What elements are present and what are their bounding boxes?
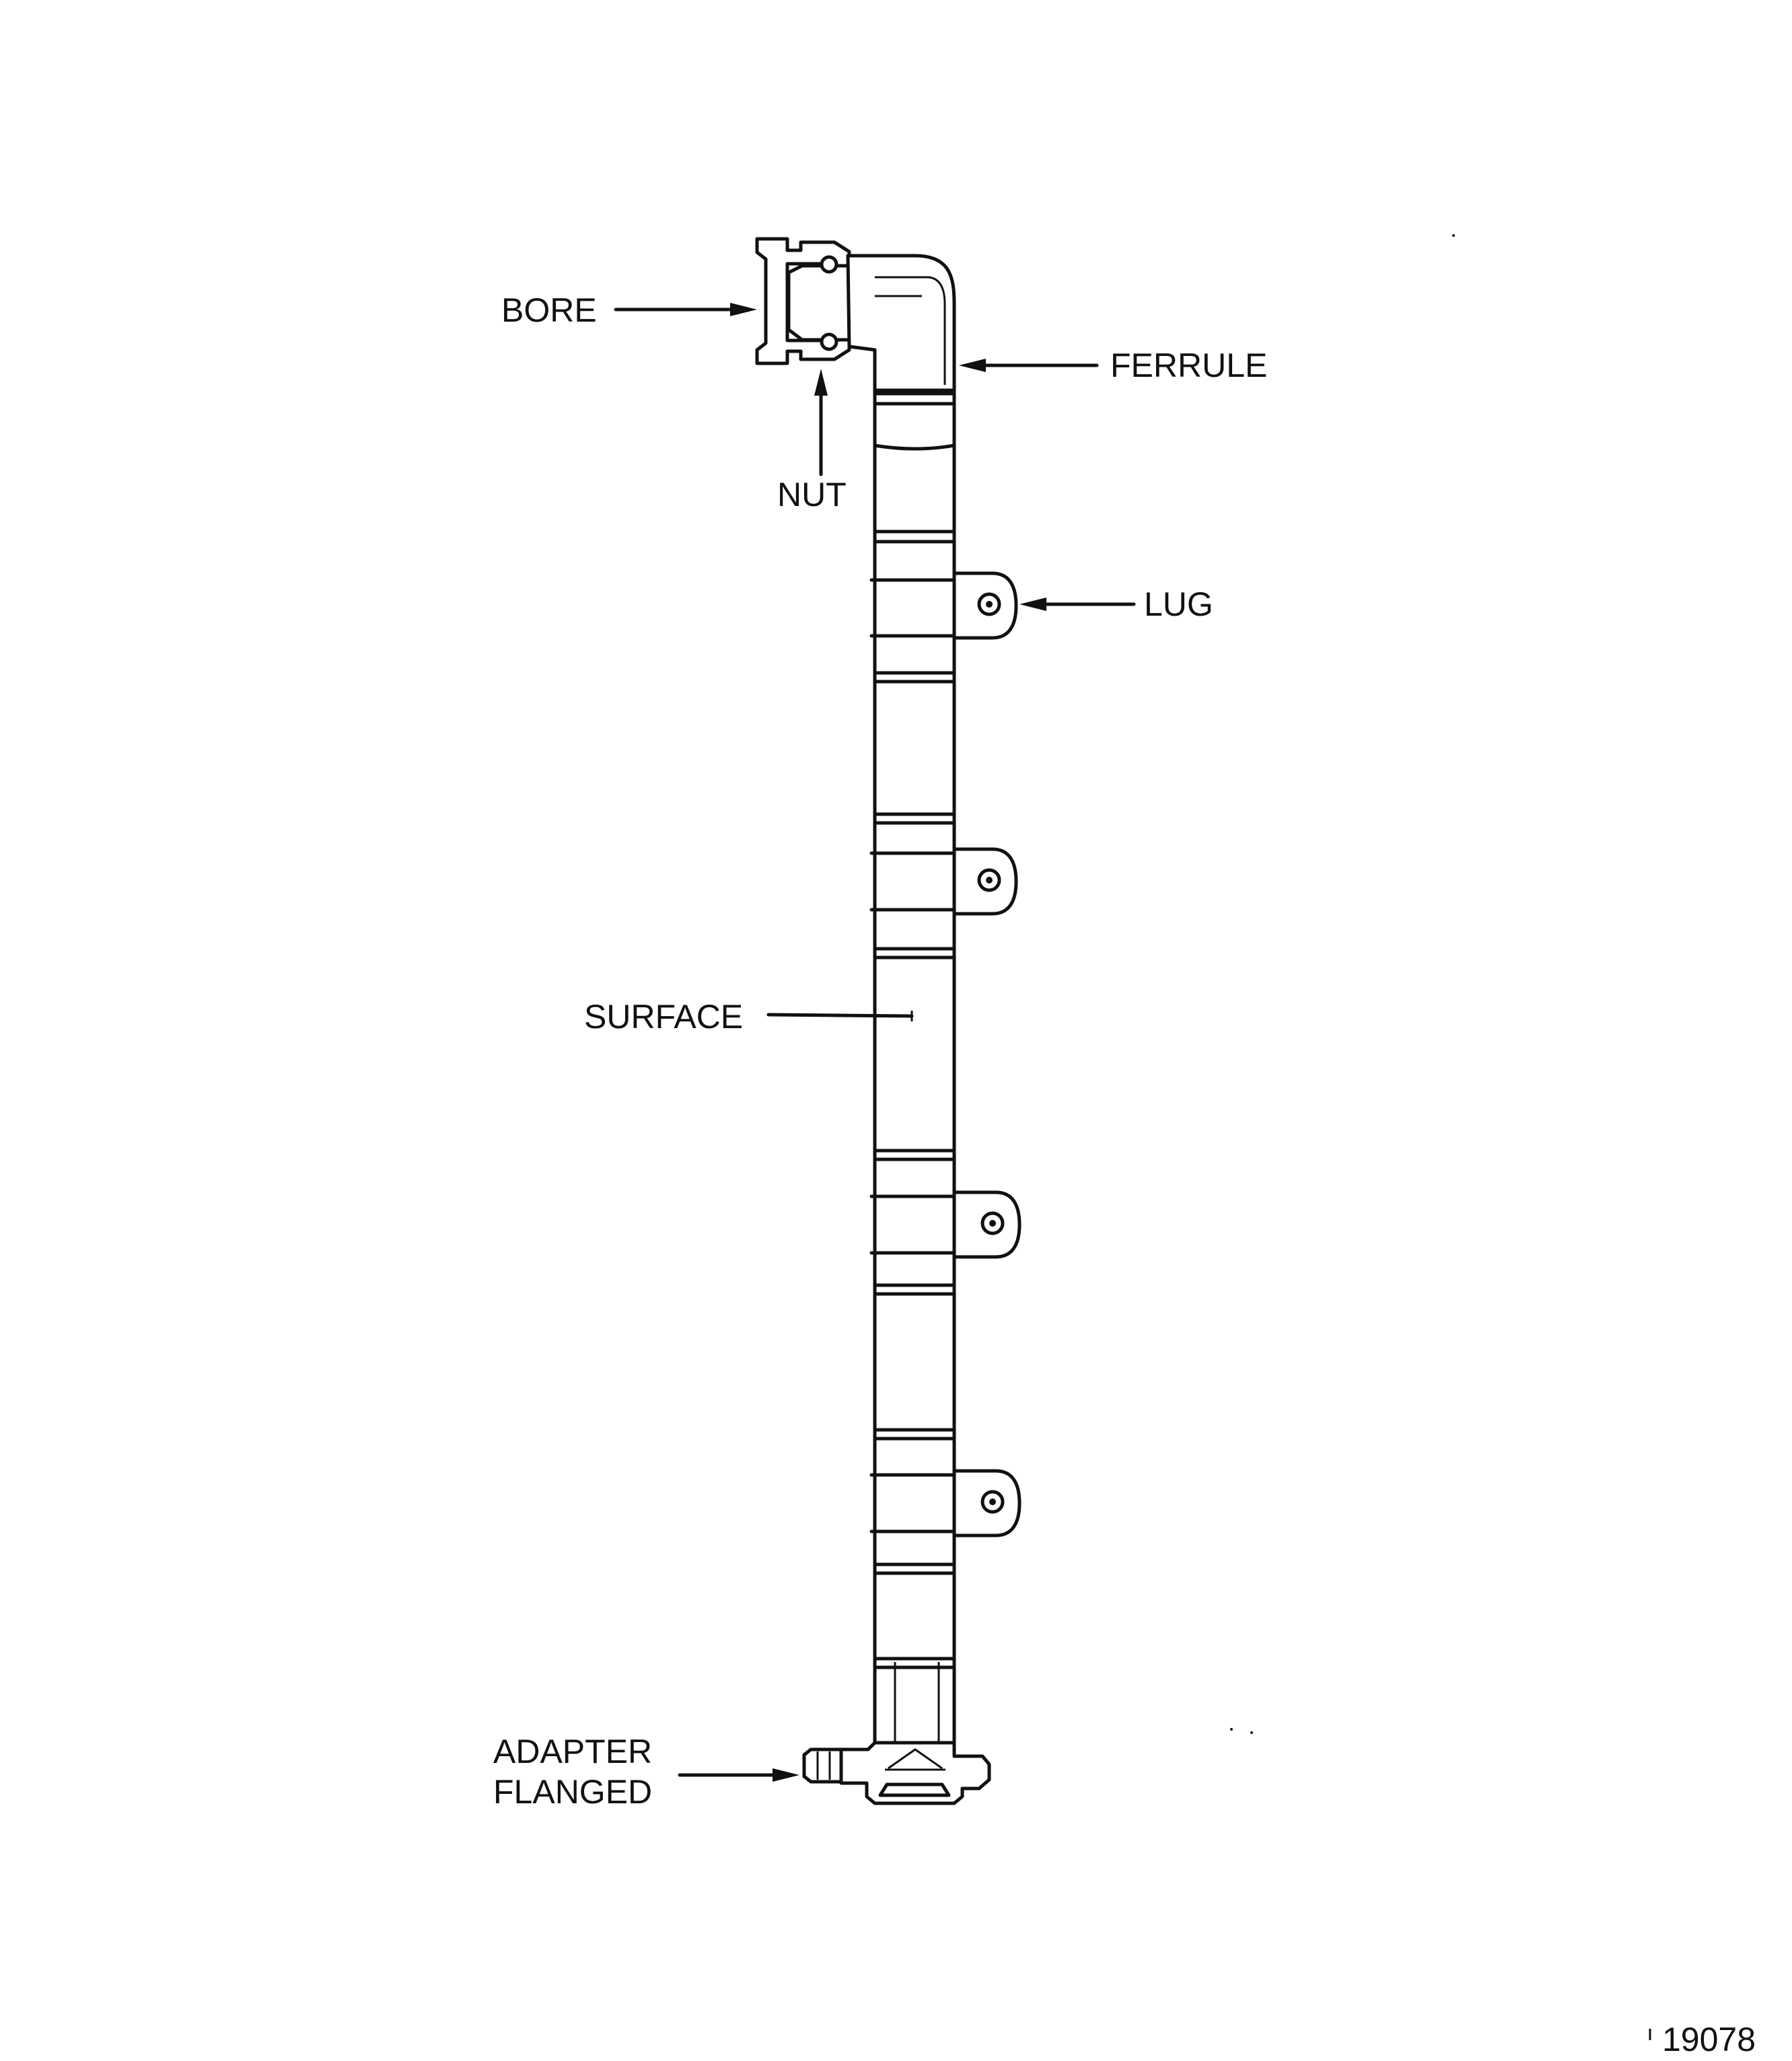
callout-surface: SURFACE — [584, 998, 914, 1036]
lug-1 — [952, 571, 1018, 640]
figure-number: 19078 — [1662, 2021, 1756, 2058]
lug-2 — [952, 847, 1018, 916]
label-ferrule: FERRULE — [1110, 347, 1267, 384]
label-nut: NUT — [777, 476, 847, 513]
callout-adapter: ADAPTER FLANGED — [493, 1733, 799, 1811]
callout-nut: NUT — [777, 369, 847, 513]
label-surface: SURFACE — [584, 998, 743, 1036]
flanged-adapter — [802, 1662, 991, 1805]
label-adapter-line1: ADAPTER — [493, 1733, 652, 1770]
lug-3 — [952, 1190, 1022, 1259]
label-lug: LUG — [1144, 585, 1213, 623]
elbow — [846, 254, 956, 392]
callout-bore: BORE — [501, 291, 757, 329]
main-tube — [869, 375, 960, 1758]
label-adapter-line2: FLANGED — [493, 1773, 652, 1811]
callout-ferrule: FERRULE — [959, 347, 1267, 384]
lug-4 — [952, 1469, 1022, 1538]
callout-lug: LUG — [1019, 585, 1213, 623]
label-bore: BORE — [501, 291, 597, 329]
